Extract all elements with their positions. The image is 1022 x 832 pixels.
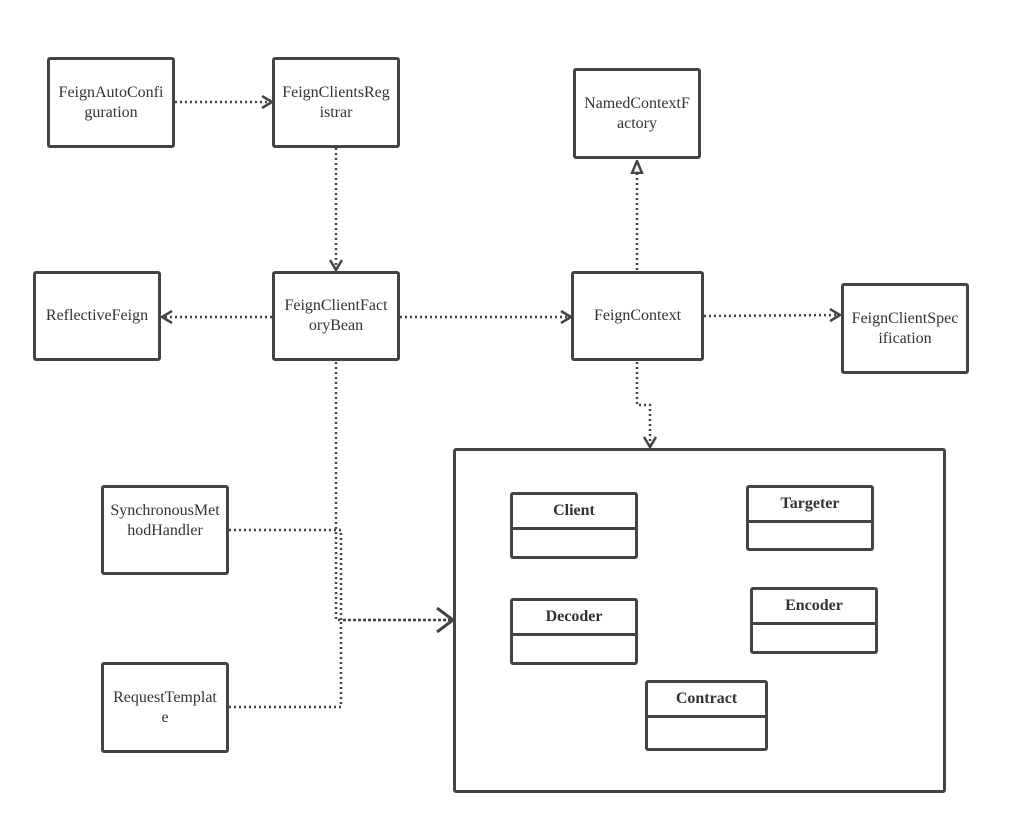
node-feign-client-factory-bean[interactable]: FeignClientFactoryBean — [272, 271, 400, 361]
edge-synchandler-to-components — [229, 528, 453, 622]
node-feign-context[interactable]: FeignContext — [571, 271, 704, 361]
class-encoder[interactable]: Encoder — [750, 587, 878, 654]
node-label: NamedContextFactory — [584, 94, 690, 132]
node-label: FeignContext — [593, 307, 682, 324]
node-label: ReflectiveFeign — [45, 307, 149, 324]
class-title: Client — [513, 495, 635, 530]
node-feign-auto-configuration[interactable]: FeignAutoConfiguration — [47, 57, 175, 148]
node-label: FeignAutoConfiguration — [58, 83, 164, 121]
class-title: Contract — [648, 683, 765, 718]
edge-factorybean-to-components — [334, 362, 453, 620]
node-synchronous-method-handler[interactable]: SynchronousMethodHandler — [101, 485, 229, 575]
node-request-template[interactable]: RequestTemplate — [101, 662, 229, 753]
node-label: SynchronousMethodHandler — [110, 502, 220, 539]
node-label: FeignClientFactoryBean — [284, 297, 388, 334]
node-label: FeignClientsRegistrar — [282, 83, 390, 121]
components-container[interactable] — [453, 448, 946, 793]
edge-feigncontext-to-components — [635, 362, 650, 447]
class-contract[interactable]: Contract — [645, 680, 768, 751]
class-targeter[interactable]: Targeter — [746, 485, 874, 551]
class-decoder[interactable]: Decoder — [510, 598, 638, 665]
edge-feigncontext-to-specification — [703, 315, 840, 316]
node-reflective-feign[interactable]: ReflectiveFeign — [33, 271, 161, 361]
class-title: Encoder — [753, 590, 875, 625]
edge-requesttemplate-to-components — [229, 620, 343, 709]
node-label: FeignClientSpecification — [851, 309, 959, 347]
node-feign-clients-registrar[interactable]: FeignClientsRegistrar — [272, 57, 400, 148]
node-named-context-factory[interactable]: NamedContextFactory — [573, 68, 701, 159]
node-label: RequestTemplate — [113, 688, 217, 726]
class-title: Targeter — [749, 488, 871, 523]
class-title: Decoder — [513, 601, 635, 636]
node-feign-client-specification[interactable]: FeignClientSpecification — [841, 283, 969, 374]
class-client[interactable]: Client — [510, 492, 638, 559]
